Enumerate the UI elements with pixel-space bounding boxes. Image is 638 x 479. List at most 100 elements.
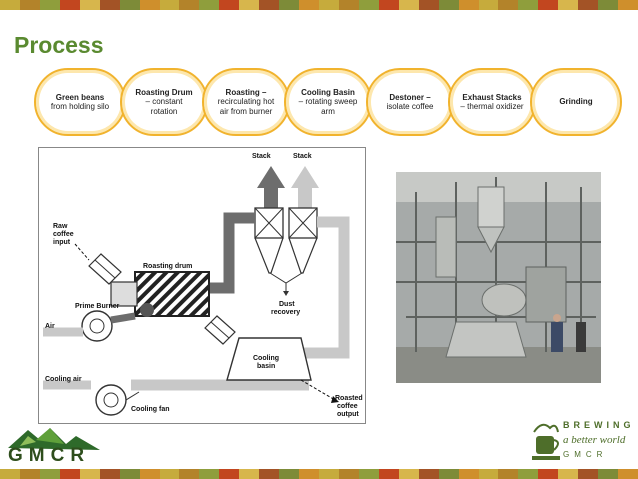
stripe-segment xyxy=(438,469,459,479)
stripe-segment xyxy=(159,0,180,10)
label-basin: basin xyxy=(257,363,275,370)
stripe-segment xyxy=(99,0,120,10)
step-body: – constant rotation xyxy=(145,97,183,116)
label-stack-left: Stack xyxy=(252,153,271,160)
stripe-segment xyxy=(578,469,599,479)
stripe-segment xyxy=(79,0,100,10)
stripe-segment xyxy=(179,469,200,479)
bottom-color-stripe xyxy=(0,469,638,479)
stripe-segment xyxy=(139,469,160,479)
cooling-duct xyxy=(301,216,350,359)
step-head: Cooling Basin xyxy=(301,87,355,97)
stripe-segment xyxy=(219,469,240,479)
step-roasting-hot-air: Roasting –recirculating hot air from bur… xyxy=(202,68,290,136)
stripe-segment xyxy=(79,469,100,479)
stripe-segment xyxy=(299,0,319,10)
stripe-segment xyxy=(418,469,439,479)
label-raw-coffee: coffee xyxy=(53,231,74,238)
stripe-segment xyxy=(159,469,180,479)
stripe-segment xyxy=(538,469,559,479)
stripe-segment xyxy=(99,469,120,479)
step-body: from holding silo xyxy=(50,102,110,111)
brewing-logo-line1: BREWING xyxy=(563,420,635,430)
label-cooling: Cooling xyxy=(253,355,279,362)
prime-burner xyxy=(81,310,113,342)
process-flow-svg: Stack Stack Raw coffee input Roasting dr… xyxy=(43,153,363,418)
stripe-segment xyxy=(279,469,300,479)
stripe-segment xyxy=(239,469,260,479)
stripe-segment xyxy=(498,0,519,10)
stripe-segment xyxy=(358,469,379,479)
step-destoner: Destoner –isolate coffee xyxy=(366,68,454,136)
stripe-segment xyxy=(299,469,319,479)
stripe-segment xyxy=(59,0,80,10)
stripe-segment xyxy=(199,0,220,10)
stripe-segment xyxy=(319,469,339,479)
brewing-logo-line3: GMCR xyxy=(563,450,608,459)
stack-arrow-left xyxy=(257,166,285,208)
stripe-segment xyxy=(598,469,619,479)
stripe-segment xyxy=(518,0,539,10)
label-roasting-drum: Roasting drum xyxy=(143,263,192,270)
label-cooling-fan: Cooling fan xyxy=(131,406,170,413)
stripe-segment xyxy=(558,0,579,10)
stripe-segment xyxy=(119,0,140,10)
gmcr-logo-text: GMCR xyxy=(8,445,91,466)
stripe-segment xyxy=(119,469,140,479)
gmcr-mountain-logo xyxy=(8,428,100,450)
stripe-segment xyxy=(0,0,20,10)
step-body: recirculating hot air from burner xyxy=(217,97,275,116)
stripe-segment xyxy=(59,469,80,479)
stripe-segment xyxy=(338,0,359,10)
stripe-segment xyxy=(418,0,439,10)
stripe-segment xyxy=(478,469,499,479)
stripe-segment xyxy=(199,469,220,479)
stripe-segment xyxy=(578,0,599,10)
step-head: Destoner – xyxy=(389,92,431,102)
stripe-segment xyxy=(458,0,479,10)
step-body: isolate coffee xyxy=(386,102,434,111)
label-roasted: Roasted xyxy=(335,395,363,402)
step-cooling-basin: Cooling Basin– rotating sweep arm xyxy=(284,68,372,136)
dust-hopper xyxy=(254,237,318,274)
stripe-segment xyxy=(398,469,419,479)
label-prime-burner: Prime Burner xyxy=(75,303,120,310)
stripe-segment xyxy=(39,0,60,10)
step-grinding: Grinding xyxy=(530,68,622,136)
stripe-segment xyxy=(478,0,499,10)
stripe-segment xyxy=(618,0,638,10)
slide-title: Process xyxy=(14,32,104,58)
stripe-segment xyxy=(319,0,339,10)
label-cooling-air: Cooling air xyxy=(45,376,82,383)
stripe-segment xyxy=(598,0,619,10)
step-body: – rotating sweep arm xyxy=(298,97,358,116)
label-recovery: recovery xyxy=(271,309,300,316)
stripe-segment xyxy=(378,469,399,479)
stripe-segment xyxy=(498,469,519,479)
stripe-segment xyxy=(259,0,280,10)
stripe-segment xyxy=(338,469,359,479)
step-head: Exhaust Stacks xyxy=(462,92,522,102)
cooling-basin xyxy=(226,337,312,381)
stripe-segment xyxy=(558,469,579,479)
stripe-segment xyxy=(259,469,280,479)
stripe-segment xyxy=(219,0,240,10)
label-roasted-output: output xyxy=(337,411,359,418)
brewing-logo-icon xyxy=(532,423,560,460)
step-head: Grinding xyxy=(559,97,593,107)
label-raw: Raw xyxy=(53,223,68,230)
stripe-segment xyxy=(358,0,379,10)
facility-photo-svg xyxy=(396,172,601,383)
stripe-segment xyxy=(279,0,300,10)
top-color-stripe xyxy=(0,0,638,10)
stripe-segment xyxy=(19,0,40,10)
step-head: Green beans xyxy=(55,92,105,102)
step-head: Roasting Drum xyxy=(135,87,193,97)
stripe-segment xyxy=(239,0,260,10)
step-roasting-drum: Roasting Drum– constant rotation xyxy=(120,68,208,136)
step-head: Roasting – xyxy=(225,87,267,97)
stripe-segment xyxy=(39,469,60,479)
brewing-logo-line2: a better world xyxy=(563,434,626,446)
